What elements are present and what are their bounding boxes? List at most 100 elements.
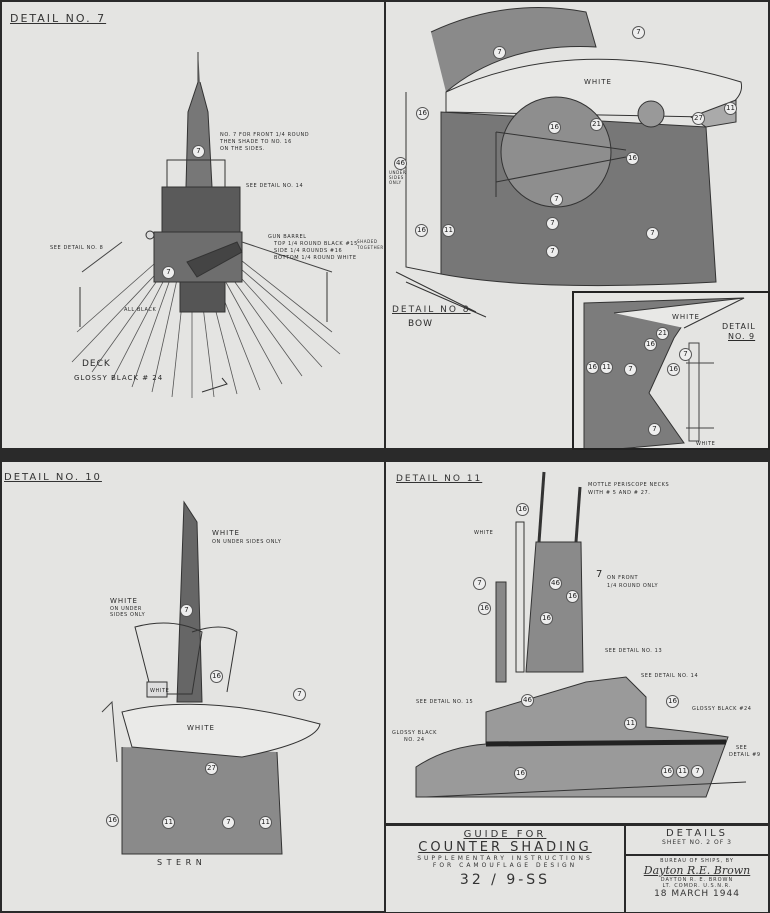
deck-color-label: GLOSSY BLACK # 24: [74, 374, 164, 382]
supplementary-line: SUPPLEMENTARY INSTRUCTIONS: [417, 855, 593, 862]
glossy-black-right: Glossy black #24: [692, 706, 752, 712]
color-marker: 7: [162, 266, 175, 279]
color-marker: 21: [590, 118, 603, 131]
glossy-black-left: No. 24: [404, 737, 425, 743]
detail-7-title: DETAIL NO. 7: [10, 12, 107, 25]
color-marker: 16: [661, 765, 674, 778]
white-label: WHITE: [474, 530, 494, 536]
signer-name: DAYTON R. E. BROWN: [660, 877, 734, 883]
note-front: No. 7 for front 1/4 round: [220, 132, 310, 138]
color-marker: 46: [521, 694, 534, 707]
note-sides: on the sides.: [220, 146, 266, 152]
see-detail-9: See: [736, 745, 748, 751]
bureau-line: BUREAU OF SHIPS, BY: [660, 858, 734, 864]
color-marker: 46: [549, 577, 562, 590]
color-marker: 16: [540, 612, 553, 625]
color-marker: 7: [550, 193, 563, 206]
detail-7-panel: DETAIL NO. 7 No. 7 for front 1/4 round t…: [2, 2, 384, 448]
title-block: GUIDE FOR COUNTER SHADING SUPPLEMENTARY …: [386, 826, 624, 912]
bow-label: BOW: [408, 319, 433, 329]
color-marker: 11: [676, 765, 689, 778]
color-marker: 7: [192, 145, 205, 158]
detail-10-title: DETAIL NO. 10: [4, 472, 102, 483]
white-top-label: WHITE: [212, 529, 240, 537]
color-marker: 46: [394, 157, 407, 170]
detail-9-title: DETAIL: [722, 322, 756, 331]
shaded-together-label: Shaded together: [357, 239, 384, 250]
gun-bottom-label: Bottom 1/4 round white: [274, 255, 357, 261]
color-marker: 16: [415, 224, 428, 237]
color-marker: 16: [586, 361, 599, 374]
white-bottom-label: WHITE: [696, 441, 716, 447]
color-marker: 16: [644, 338, 657, 351]
color-marker: 11: [162, 816, 175, 829]
color-marker: 7: [222, 816, 235, 829]
color-marker: 16: [566, 590, 579, 603]
gun-barrel-label: Gun barrel: [268, 234, 307, 240]
color-marker: 7: [632, 26, 645, 39]
signature: Dayton R.E. Brown: [643, 864, 751, 877]
detail-9-drawing: [583, 297, 745, 448]
color-marker: 7: [691, 765, 704, 778]
conning-tower-drawing: [415, 471, 747, 798]
front-note: 1/4 round only: [607, 583, 659, 589]
counter-shading-title: COUNTER SHADING: [418, 840, 592, 855]
details-block: DETAILS SHEET NO. 2 OF 3: [626, 826, 768, 854]
detail-9-panel: WHITE DETAIL NO. 9 WHITE 21 16 16 11 7 7…: [572, 291, 770, 450]
detail-10-panel: DETAIL NO. 10 WHITE on under sides only …: [2, 462, 384, 911]
white-label: WHITE: [584, 78, 612, 86]
color-marker: 7: [648, 423, 661, 436]
bow-drawing: [395, 7, 743, 318]
camouflage-line: FOR CAMOUFLAGE DESIGN: [432, 862, 578, 869]
stern-label: S T E R N: [157, 858, 203, 867]
color-marker: 7: [546, 245, 559, 258]
sailor-figure: [145, 230, 155, 240]
detail-8-title: DETAIL NO 8: [392, 305, 471, 315]
gun-top-label: Top 1/4 round black #15: [274, 241, 358, 247]
color-marker: 11: [624, 717, 637, 730]
white-platform-label: WHITE: [187, 724, 215, 732]
mottle-note: with # 5 and # 27.: [588, 490, 651, 496]
see-detail-8: See detail No. 8: [50, 245, 104, 251]
color-marker: 16: [667, 363, 680, 376]
color-marker: 27: [205, 762, 218, 775]
color-marker: 16: [514, 767, 527, 780]
color-marker: 27: [692, 112, 705, 125]
detail-9-title-number: NO. 9: [728, 332, 756, 341]
white-mid-label: WHITE: [110, 597, 138, 605]
see-detail-14: See detail No. 14: [246, 183, 304, 189]
white-mid-note: on under: [110, 606, 142, 612]
color-marker: 7: [679, 348, 692, 361]
detail-11-panel: DETAIL NO 11 Mottle periscope necks with…: [386, 462, 768, 823]
color-marker: 16: [548, 121, 561, 134]
white-small-label: WHITE: [150, 688, 170, 694]
see-detail-15: See detail No. 15: [416, 699, 474, 705]
signer-rank: LT. COMDR. U.S.N.R.: [662, 883, 732, 889]
glossy-black-left: Glossy black: [392, 730, 438, 736]
mottle-note: Mottle periscope necks: [588, 482, 670, 488]
color-marker: 16: [666, 695, 679, 708]
detail-11-title: DETAIL NO 11: [396, 474, 483, 484]
details-heading: DETAILS: [665, 828, 729, 839]
white-top-note: on under sides only: [212, 539, 282, 545]
gun-side-label: Side 1/4 rounds #16: [274, 248, 343, 254]
color-marker: 11: [259, 816, 272, 829]
white-label: WHITE: [672, 313, 700, 321]
color-marker: 16: [626, 152, 639, 165]
color-marker: 16: [106, 814, 119, 827]
color-marker: 7: [646, 227, 659, 240]
color-marker: 16: [478, 602, 491, 615]
color-marker: 7: [473, 577, 486, 590]
white-mid-note: sides only: [110, 612, 146, 618]
color-marker: 16: [516, 503, 529, 516]
guide-for: GUIDE FOR: [463, 829, 547, 840]
deck-gun-drawing: [71, 52, 341, 398]
see-detail-14: See detail No. 14: [641, 673, 699, 679]
color-marker: 7: [293, 688, 306, 701]
date: 18 MARCH 1944: [654, 889, 740, 899]
color-marker: 16: [210, 670, 223, 683]
stern-drawing: [101, 500, 321, 855]
design-code: 32 / 9-SS: [459, 872, 551, 888]
see-detail-13: See detail No. 13: [605, 648, 663, 654]
signature-block: BUREAU OF SHIPS, BY Dayton R.E. Brown DA…: [626, 856, 768, 912]
